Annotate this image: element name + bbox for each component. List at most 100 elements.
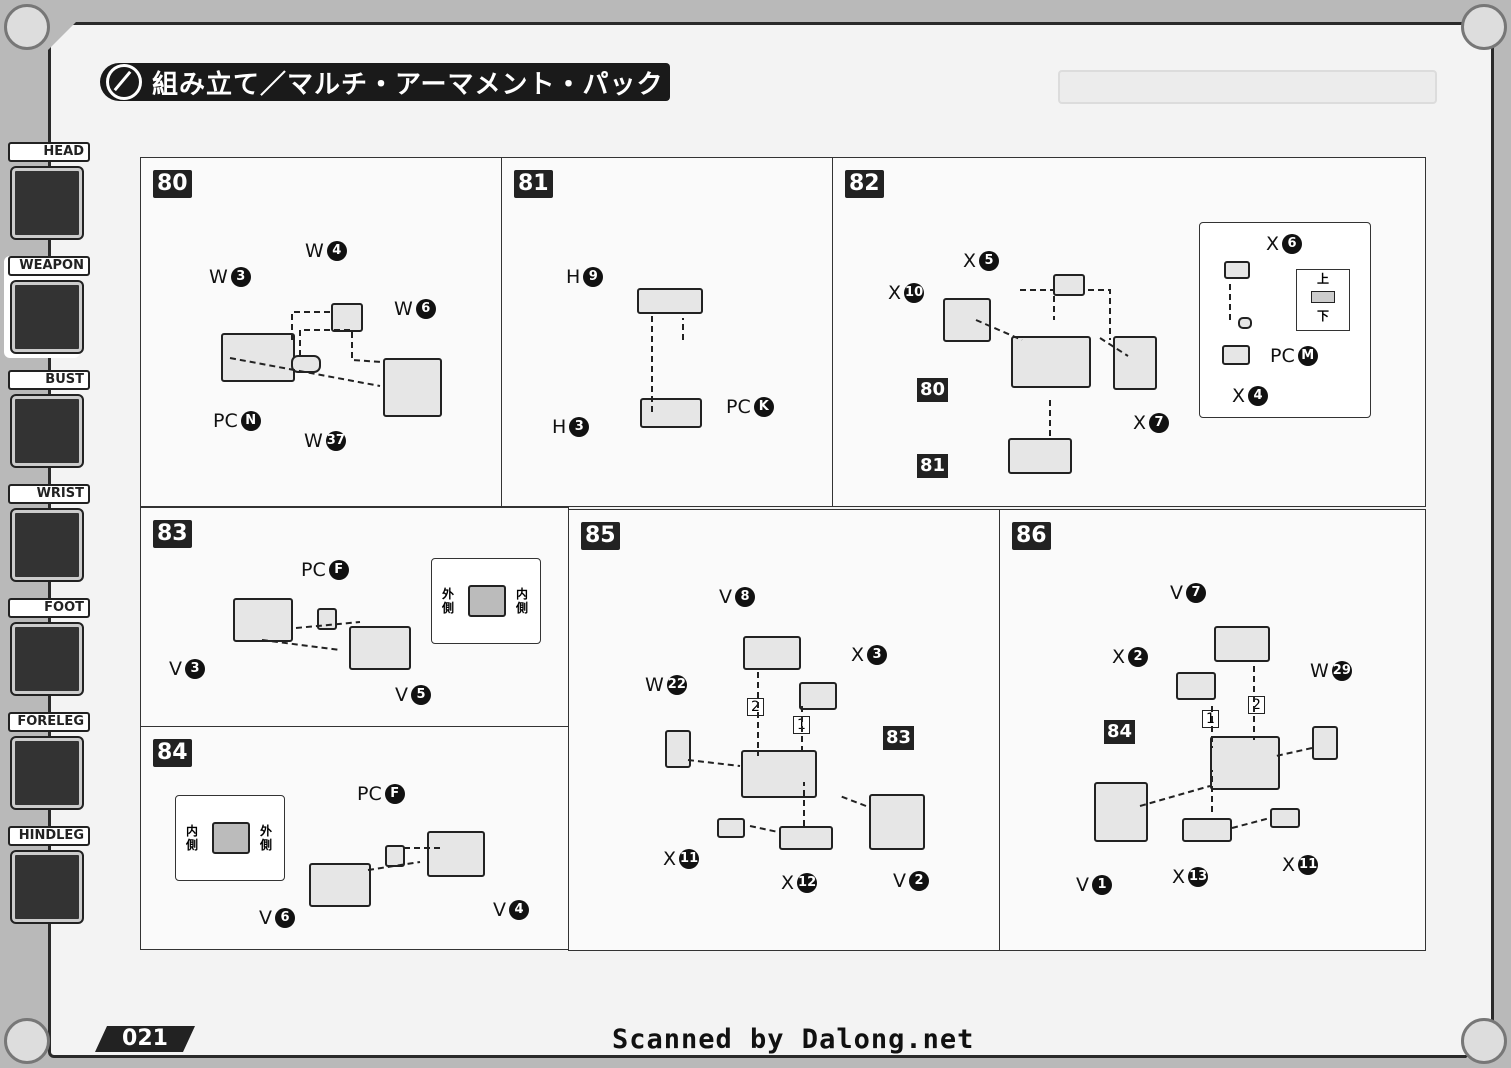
sidebar-item-hindleg[interactable]: HINDLEG	[4, 826, 90, 928]
part-x3	[799, 682, 837, 710]
sidebar-item-weapon[interactable]: WEAPON	[4, 256, 90, 358]
page-title: 組み立て／マルチ・アーマメント・パック	[100, 63, 670, 101]
part-h3	[640, 398, 702, 428]
corner-bolt-icon	[4, 4, 50, 50]
sidebar-item-foreleg[interactable]: FORELEG	[4, 712, 90, 814]
step-number: 83	[153, 520, 192, 548]
part-pcf	[385, 845, 405, 867]
part-x7	[1113, 336, 1157, 390]
part-x6	[1224, 261, 1250, 279]
part-x5	[1053, 274, 1085, 296]
sidebar-item-wrist[interactable]: WRIST	[4, 484, 90, 586]
inside-label: 内側	[516, 587, 529, 615]
part-w4	[331, 303, 363, 332]
corner-bolt-icon	[1461, 4, 1507, 50]
part-w3	[221, 333, 295, 382]
part-w22	[665, 730, 691, 768]
foreleg-icon	[12, 738, 82, 808]
part-v7	[1214, 626, 1270, 662]
part-assembly-80	[1011, 336, 1091, 388]
foot-icon	[12, 624, 82, 694]
part-x12	[779, 826, 833, 850]
part-assembly-83	[741, 750, 817, 798]
part-h9	[637, 288, 703, 314]
part-v2	[869, 794, 925, 850]
assembly-ref: 84	[1104, 720, 1136, 744]
part-x13	[1182, 818, 1232, 842]
order-number: 2	[747, 698, 764, 716]
sidebar-item-bust[interactable]: BUST	[4, 370, 90, 472]
assembly-ref: 80	[917, 378, 949, 402]
step-number: 86	[1012, 522, 1051, 550]
part-pcm	[1238, 317, 1252, 329]
page-number: 021	[95, 1026, 195, 1052]
part-x11	[717, 818, 745, 838]
sidebar-item-label: BUST	[8, 370, 90, 390]
order-number: 2	[1248, 696, 1265, 714]
outside-label: 外側	[442, 587, 455, 615]
assembly-ref: 81	[917, 454, 949, 478]
pc-part-detail	[468, 585, 506, 617]
sidebar-item-label: HEAD	[8, 142, 90, 162]
head-icon	[12, 168, 82, 238]
step-number: 82	[845, 170, 884, 198]
ghost-title-bar	[1058, 70, 1437, 104]
part-assembly-81	[1008, 438, 1072, 474]
sidebar-item-head[interactable]: HEAD	[4, 142, 90, 244]
part-assembly-84	[1210, 736, 1280, 790]
part-x2	[1176, 672, 1216, 700]
part-v1	[1094, 782, 1148, 842]
part-v4	[427, 831, 485, 877]
inside-label: 内側	[186, 824, 199, 852]
title-badge-icon	[106, 64, 142, 100]
detail-inset: 外側 内側	[431, 558, 541, 644]
sidebar-item-label: FORELEG	[8, 712, 90, 732]
page-title-text: 組み立て／マルチ・アーマメント・パック	[152, 69, 664, 100]
corner-bolt-icon	[1461, 1018, 1507, 1064]
sidebar-item-label: FOOT	[8, 598, 90, 618]
part-w6	[383, 358, 442, 417]
pc-part-detail	[212, 822, 250, 854]
detail-inset: 内側 外側	[175, 795, 285, 881]
part-v3	[233, 598, 293, 642]
step-number: 84	[153, 739, 192, 767]
part-pcn	[291, 355, 321, 373]
corner-bolt-icon	[4, 1018, 50, 1064]
sidebar-item-foot[interactable]: FOOT	[4, 598, 90, 700]
order-number: 1	[793, 716, 810, 734]
part-v6	[309, 863, 371, 907]
outside-label: 外側	[260, 824, 273, 852]
part-v8	[743, 636, 801, 670]
scan-credit: Scanned by Dalong.net	[612, 1024, 975, 1055]
